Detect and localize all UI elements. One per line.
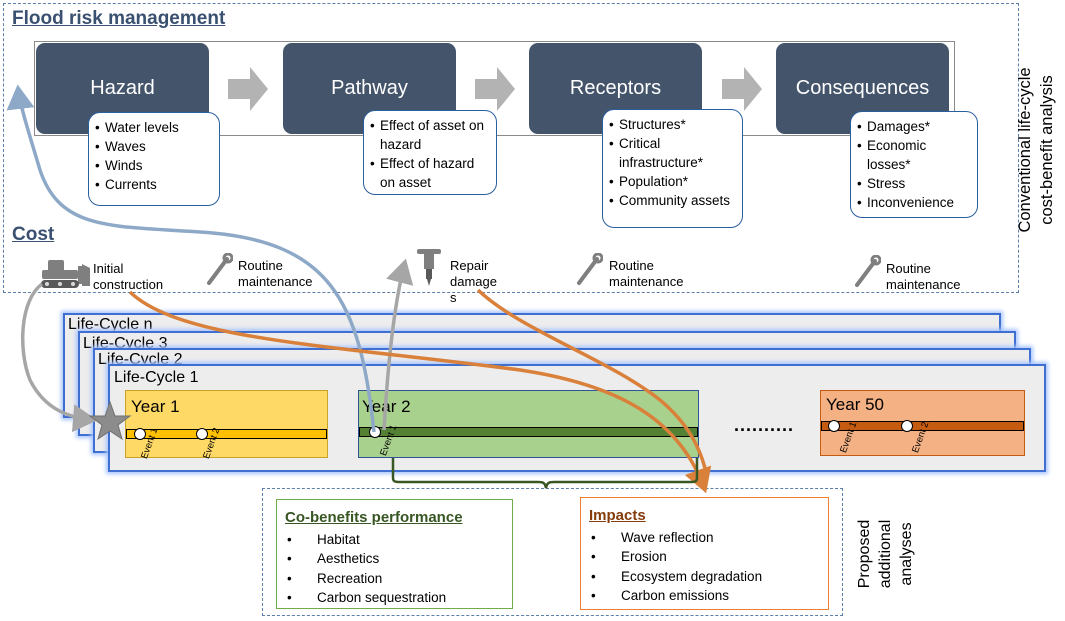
process-arrow-2 [475, 67, 515, 111]
pathway-item: Effect of asset on hazard [370, 116, 488, 154]
conventional-analysis-text: Conventional life-cycle cost-benefit ana… [1016, 67, 1056, 233]
process-arrow-1 [228, 67, 268, 111]
co-benefits-title: Co-benefits performance [285, 509, 463, 526]
cost-label-routine-maintenance: Routine maintenance [886, 261, 961, 292]
year-2-box: Year 2 Event 1 [358, 390, 699, 458]
receptor-item: Community assets [609, 191, 734, 210]
co-benefit-item: Habitat [285, 530, 504, 550]
event-2-marker [196, 428, 208, 440]
cost-label-repair-damages: Repair damage s [450, 258, 497, 305]
hazard-item: Currents [95, 175, 211, 194]
receptors-note: Structures* Critical infrastructure* Pop… [602, 109, 743, 228]
impact-item: Erosion [589, 547, 820, 567]
hazard-item: Waves [95, 137, 211, 156]
life-cycle-label: Life-Cycle 1 [114, 369, 199, 386]
consequence-item: Stress [857, 174, 969, 193]
co-benefit-item: Carbon sequestration [285, 588, 504, 608]
receptor-item: Structures* [609, 115, 734, 134]
hazard-note: Water levels Waves Winds Currents [88, 112, 220, 206]
impacts-box: Impacts Wave reflection Erosion Ecosyste… [580, 497, 829, 610]
cost-label-routine-maintenance: Routine maintenance [238, 258, 313, 289]
year-50-timeline [821, 421, 1024, 431]
cost-label-routine-maintenance: Routine maintenance [609, 258, 684, 289]
event-1-marker [828, 420, 840, 432]
cost-title: Cost [12, 224, 55, 245]
co-benefit-item: Recreation [285, 569, 504, 589]
year-1-box: Year 1 Event 1 Event 2 [125, 390, 328, 460]
proposed-analysis-label: Proposed additional analyses [854, 499, 917, 609]
co-benefit-item: Aesthetics [285, 549, 504, 569]
bulldozer-icon [41, 260, 90, 288]
year-2-label: Year 2 [362, 397, 411, 416]
wrench-icon [207, 253, 233, 285]
impacts-title: Impacts [589, 507, 646, 524]
consequence-item: Damages* [857, 117, 969, 136]
impact-item: Ecosystem degradation [589, 567, 820, 587]
impact-item: Wave reflection [589, 528, 820, 548]
receptor-item: Critical infrastructure* [609, 134, 734, 172]
event-2-marker [901, 420, 913, 432]
process-arrow-3 [722, 67, 762, 111]
year-50-box: Year 50 Event 1 Event 2 [820, 390, 1025, 456]
jackhammer-icon [417, 249, 441, 286]
cost-label-initial-construction: Initial construction [93, 261, 164, 292]
consequences-note: Damages* Economic losses* Stress Inconve… [850, 111, 978, 218]
conventional-analysis-label: Conventional life-cycle cost-benefit ana… [1014, 50, 1058, 250]
wrench-icon [855, 255, 881, 287]
year-2-timeline [359, 427, 698, 437]
consequence-item: Inconvenience [857, 193, 969, 212]
event-1-marker [369, 426, 381, 438]
timeline-ellipsis: .......... [734, 415, 795, 435]
hazard-item: Water levels [95, 118, 211, 137]
impact-item: Carbon emissions [589, 586, 820, 606]
proposed-analysis-text: Proposed additional analyses [856, 519, 915, 589]
flood-risk-title: Flood risk management [12, 8, 226, 29]
year-50-label: Year 50 [826, 395, 884, 414]
year-1-label: Year 1 [131, 397, 180, 416]
wrench-icon [577, 253, 603, 285]
receptor-item: Population* [609, 172, 734, 191]
hazard-item: Winds [95, 156, 211, 175]
consequence-item: Economic losses* [857, 136, 969, 174]
pathway-item: Effect of hazard on asset [370, 154, 488, 192]
pathway-note: Effect of asset on hazard Effect of haza… [363, 110, 497, 195]
co-benefits-box: Co-benefits performance Habitat Aestheti… [276, 499, 513, 609]
event-1-marker [134, 428, 146, 440]
